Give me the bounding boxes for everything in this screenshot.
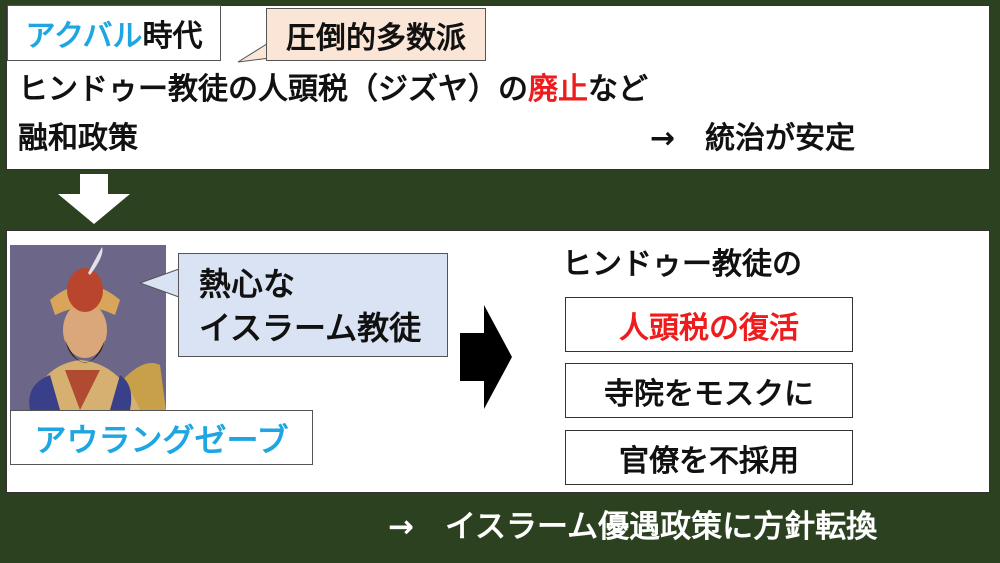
policy-conclusion: → イスラーム優遇政策に方針転換 — [388, 509, 878, 545]
akbar-title-box: アクバル時代 — [7, 5, 221, 61]
policy-box-officials: 官僚を不採用 — [565, 430, 853, 485]
policy-text-suffix: など — [588, 72, 648, 107]
policy-heading: ヒンドゥー教徒の — [562, 247, 802, 282]
akbar-policy-line: ヒンドゥー教徒の人頭税（ジズヤ）の廃止など — [18, 75, 648, 105]
aurangzeb-name-box: アウラングゼーブ — [10, 410, 313, 465]
majority-callout-text: 圧倒的多数派 — [286, 20, 466, 56]
aurangzeb-name: アウラングゼーブ — [34, 420, 289, 459]
abolition-text: 廃止 — [528, 72, 588, 107]
policy-box-temples: 寺院をモスクに — [565, 363, 853, 418]
devout-line2: イスラーム教徒 — [199, 309, 422, 347]
policy-jizya-text: 人頭税の復活 — [619, 310, 799, 346]
akbar-name: アクバル — [25, 19, 143, 54]
aurangzeb-portrait — [10, 245, 166, 410]
policy-text: ヒンドゥー教徒の人頭税（ジズヤ）の — [18, 72, 528, 107]
akbar-result: → 統治が安定 — [650, 121, 856, 156]
devout-line1: 熱心な — [199, 265, 296, 303]
devout-callout: 熱心な イスラーム教徒 — [178, 253, 448, 357]
conciliation-policy: 融和政策 — [18, 121, 138, 156]
right-arrow-icon — [460, 305, 512, 409]
down-arrow-icon — [58, 174, 130, 224]
policy-temples-text: 寺院をモスクに — [604, 376, 814, 412]
akbar-era-label: 時代 — [142, 19, 203, 54]
majority-callout: 圧倒的多数派 — [266, 8, 486, 61]
policy-box-jizya: 人頭税の復活 — [565, 297, 853, 352]
policy-officials-text: 官僚を不採用 — [619, 443, 799, 479]
